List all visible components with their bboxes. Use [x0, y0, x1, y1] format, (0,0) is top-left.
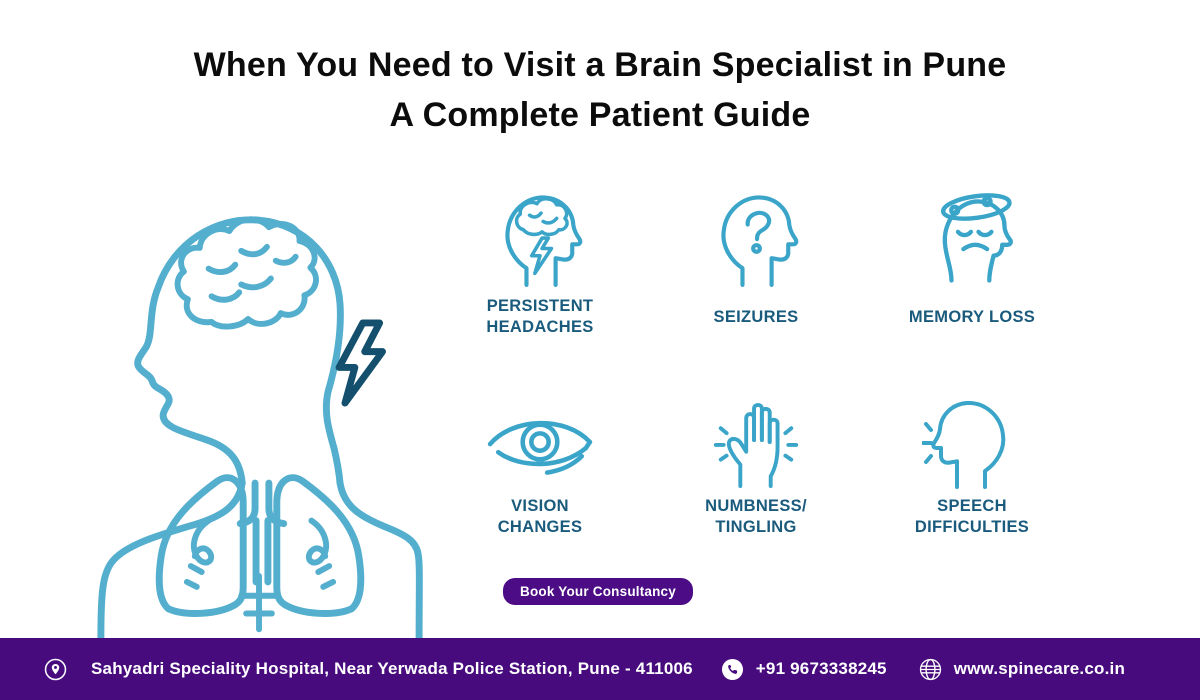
symptom-grid: PERSISTENT HEADACHES SEIZURES MEMORY LOS	[432, 176, 1080, 538]
symptom-label: MEMORY LOSS	[908, 307, 1036, 326]
footer-address: Sahyadri Speciality Hospital, Near Yerwa…	[91, 659, 693, 678]
headache-head-icon	[488, 176, 592, 288]
symptom-memory-loss: MEMORY LOSS	[864, 176, 1080, 338]
book-consultancy-button[interactable]: Book Your Consultancy	[503, 578, 693, 605]
symptom-label: PERSISTENT HEADACHES	[486, 297, 594, 336]
symptom-seizures: SEIZURES	[648, 176, 864, 338]
speech-head-icon	[922, 392, 1022, 489]
footer-bar: Sahyadri Speciality Hospital, Near Yerwa…	[0, 638, 1200, 700]
tingling-hand-icon	[707, 392, 805, 489]
head-torso-lungs-illustration	[97, 216, 423, 638]
location-pin-icon	[44, 658, 67, 681]
title-line-2: A Complete Patient Guide	[389, 96, 811, 134]
footer-phone[interactable]: +91 9673338245	[755, 659, 887, 678]
brain-body-illustration	[92, 172, 428, 638]
eye-icon	[484, 392, 596, 488]
symptom-persistent-headaches: PERSISTENT HEADACHES	[432, 176, 648, 338]
page-title: When You Need to Visit a Brain Specialis…	[0, 40, 1200, 140]
footer-website[interactable]: www.spinecare.co.in	[953, 659, 1126, 678]
lightning-bolt-icon	[335, 319, 386, 407]
symptom-speech-difficulties: SPEECH DIFFICULTIES	[864, 392, 1080, 538]
symptom-label: SPEECH DIFFICULTIES	[914, 497, 1030, 536]
title-line-1: When You Need to Visit a Brain Specialis…	[193, 46, 1007, 84]
globe-icon	[919, 658, 942, 681]
seizure-head-question-icon	[704, 176, 808, 288]
memory-loss-dizzy-head-icon	[918, 176, 1026, 288]
symptom-vision-changes: VISION CHANGES	[432, 392, 648, 538]
symptom-label: SEIZURES	[713, 307, 799, 326]
phone-icon	[721, 658, 744, 681]
symptom-numbness-tingling: NUMBNESS/ TINGLING	[648, 392, 864, 538]
symptom-label: VISION CHANGES	[497, 497, 583, 536]
symptom-label: NUMBNESS/ TINGLING	[705, 497, 807, 536]
